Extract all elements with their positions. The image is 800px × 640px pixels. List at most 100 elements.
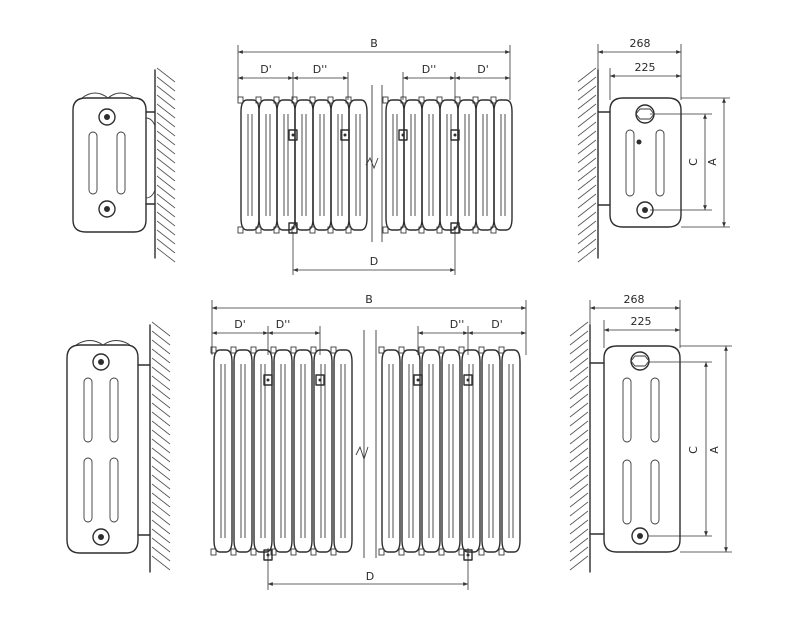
hatch-line	[577, 148, 597, 164]
radiator-column	[345, 96, 368, 234]
hatch-line	[569, 546, 589, 562]
radiator-column	[418, 346, 441, 556]
hatch-line	[156, 148, 176, 164]
hatch-line	[151, 339, 171, 355]
radiator-column	[270, 346, 293, 556]
top-side-view-left	[72, 67, 176, 263]
radiator-column	[250, 346, 273, 556]
hatch-line	[577, 121, 597, 137]
radiator-column	[382, 96, 405, 234]
hatch-line	[569, 393, 589, 409]
hatch-line	[577, 193, 597, 209]
hatch-line	[156, 67, 176, 83]
dim-D-label: D	[370, 255, 378, 268]
bottom-front-view: B D' D'' D'' D' D	[210, 293, 527, 590]
hatch-line	[569, 348, 589, 364]
radiator-column	[327, 96, 350, 234]
dim-A-top: A	[706, 158, 719, 166]
hatch-line	[156, 166, 176, 182]
hatch-line	[569, 519, 589, 535]
hatch-line	[569, 357, 589, 373]
dim-225-bottom: 225	[631, 315, 652, 328]
hatch-line	[151, 492, 171, 508]
dim-B-label-bottom: B	[365, 293, 373, 306]
hatch-line	[156, 202, 176, 218]
radiator-column	[237, 96, 260, 234]
radiator-column	[273, 96, 296, 234]
hatch-line	[569, 492, 589, 508]
hatch-line	[569, 411, 589, 427]
hatch-line	[156, 139, 176, 155]
mounting-bracket	[340, 129, 350, 141]
hatch-line	[151, 321, 171, 337]
radiator-column	[472, 96, 495, 234]
hatch-line	[151, 357, 171, 373]
hatch-line	[151, 510, 171, 526]
bottom-side-view-left	[66, 321, 171, 573]
hatch-line	[156, 238, 176, 254]
dim-D1-left-bottom: D'	[234, 318, 246, 331]
hatch-line	[577, 211, 597, 227]
hatch-line	[569, 465, 589, 481]
radiator-column	[230, 346, 253, 556]
hatch-line	[156, 184, 176, 200]
radiator-column	[418, 96, 441, 234]
dim-D1-right-bottom: D'	[491, 318, 503, 331]
hatch-line	[156, 220, 176, 236]
hatch-line	[569, 483, 589, 499]
hatch-line	[577, 112, 597, 128]
hatch-line	[151, 348, 171, 364]
hatch-line	[156, 94, 176, 110]
hatch-line	[577, 139, 597, 155]
hatch-line	[151, 546, 171, 562]
hatch-line	[156, 247, 176, 263]
valve-bottom-icon	[98, 200, 116, 218]
hatch-line	[577, 67, 597, 83]
hatch-line	[569, 438, 589, 454]
radiator-column	[398, 346, 421, 556]
hatch-line	[577, 103, 597, 119]
hatch-line	[151, 411, 171, 427]
hatch-line	[151, 438, 171, 454]
hatch-line	[577, 157, 597, 173]
hatch-line	[577, 94, 597, 110]
dim-C-bottom: C	[687, 446, 700, 454]
radiator-column	[490, 96, 513, 234]
radiator-column	[290, 346, 313, 556]
hatch-line	[156, 76, 176, 92]
hatch-line	[577, 238, 597, 254]
dim-225-top: 225	[635, 61, 656, 74]
dim-D1-right: D'	[477, 63, 489, 76]
wall-hatch	[156, 67, 176, 263]
hatch-line	[569, 339, 589, 355]
mounting-bracket	[413, 374, 423, 386]
radiator-column	[310, 346, 333, 556]
hatch-line	[151, 393, 171, 409]
hatch-line	[151, 366, 171, 382]
top-side-view-right: 268 225 C A	[577, 37, 730, 263]
hatch-line	[156, 157, 176, 173]
radiator-column	[400, 96, 423, 234]
hatch-line	[156, 121, 176, 137]
hatch-line	[151, 528, 171, 544]
hatch-line	[577, 220, 597, 236]
hatch-line	[156, 175, 176, 191]
dim-C-top: C	[687, 158, 700, 166]
hatch-line	[569, 375, 589, 391]
hatch-line	[577, 85, 597, 101]
hatch-line	[569, 366, 589, 382]
hatch-line	[577, 202, 597, 218]
hatch-line	[151, 402, 171, 418]
mounting-bracket	[398, 129, 408, 141]
radiator-column	[330, 346, 353, 556]
hatch-line	[151, 465, 171, 481]
hatch-line	[156, 211, 176, 227]
radiator-column	[454, 96, 477, 234]
radiator-column	[255, 96, 278, 234]
mounting-bracket	[263, 374, 273, 386]
hatch-line	[569, 402, 589, 418]
hatch-line	[156, 229, 176, 245]
hatch-line	[151, 429, 171, 445]
mounting-bracket	[450, 129, 460, 141]
